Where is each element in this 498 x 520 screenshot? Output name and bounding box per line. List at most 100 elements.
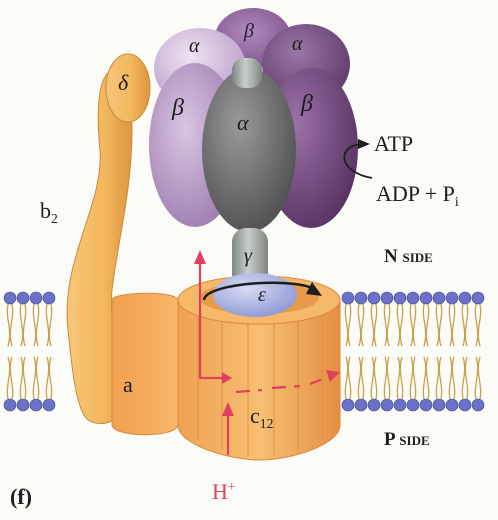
lipid-tail bbox=[36, 357, 38, 399]
lipid-head bbox=[4, 399, 16, 411]
gamma-label: γ bbox=[244, 246, 252, 266]
lipid-tail bbox=[462, 357, 464, 399]
lipid-tail bbox=[49, 357, 51, 399]
lipid-tail bbox=[387, 304, 389, 346]
lipid-tail bbox=[7, 304, 9, 346]
lipid-tail bbox=[23, 357, 25, 399]
beta-label-top: β bbox=[244, 21, 254, 41]
lipid-tail bbox=[452, 304, 454, 346]
c12-label: c12 bbox=[250, 405, 273, 430]
gamma-stalk-top bbox=[232, 58, 262, 88]
reaction-arrowhead bbox=[358, 139, 370, 149]
lipid-head bbox=[43, 292, 55, 304]
lipid-tail bbox=[400, 357, 402, 399]
lipid-tail bbox=[7, 357, 9, 399]
lipid-head bbox=[355, 292, 367, 304]
proton-label: H+ bbox=[212, 480, 236, 503]
lipid-tail bbox=[413, 357, 415, 399]
lipid-tail bbox=[371, 304, 373, 346]
panel-label: (f) bbox=[10, 486, 32, 508]
lipid-head bbox=[446, 292, 458, 304]
lipid-tail bbox=[10, 304, 12, 346]
lipid-tail bbox=[439, 304, 441, 346]
lipid-head bbox=[381, 399, 393, 411]
lipid-tail bbox=[423, 304, 425, 346]
lipid-tail bbox=[345, 304, 347, 346]
lipid-tail bbox=[397, 357, 399, 399]
c12-label-main: c bbox=[250, 403, 260, 428]
lipid-tail bbox=[358, 304, 360, 346]
lipid-tail bbox=[439, 357, 441, 399]
lipid-head bbox=[30, 399, 42, 411]
lipid-tail bbox=[465, 304, 467, 346]
alpha-label-left: α bbox=[189, 36, 200, 56]
adp-pi-main: ADP + P bbox=[376, 181, 455, 206]
alpha-subunit-center bbox=[202, 68, 296, 232]
lipid-tail bbox=[478, 304, 480, 346]
lipid-head bbox=[342, 292, 354, 304]
lipid-tail bbox=[449, 304, 451, 346]
lipid-tail bbox=[478, 357, 480, 399]
lipid-tail bbox=[36, 304, 38, 346]
lipid-tail bbox=[33, 304, 35, 346]
epsilon-subunit bbox=[213, 273, 297, 317]
adp-pi-label: ADP + Pi bbox=[376, 183, 459, 208]
lipid-tail bbox=[426, 304, 428, 346]
lipid-head bbox=[433, 399, 445, 411]
lipid-tail bbox=[384, 304, 386, 346]
lipid-head bbox=[4, 292, 16, 304]
lipid-head bbox=[17, 292, 29, 304]
lipid-tail bbox=[361, 357, 363, 399]
lipid-head bbox=[433, 292, 445, 304]
atp-label: ATP bbox=[374, 133, 413, 155]
lipid-tail bbox=[374, 304, 376, 346]
lipid-tail bbox=[20, 304, 22, 346]
proton-label-sup: + bbox=[228, 479, 236, 494]
lipid-tail bbox=[371, 357, 373, 399]
lipid-head bbox=[472, 399, 484, 411]
lipid-head bbox=[472, 292, 484, 304]
lipid-tail bbox=[20, 357, 22, 399]
lipid-tail bbox=[46, 357, 48, 399]
epsilon-label: ε bbox=[258, 285, 266, 305]
lipid-tail bbox=[426, 357, 428, 399]
lipid-tail bbox=[413, 304, 415, 346]
a-subunit bbox=[112, 293, 178, 435]
lipid-tail bbox=[358, 357, 360, 399]
lipid-tail bbox=[449, 357, 451, 399]
lipid-head bbox=[30, 292, 42, 304]
lipid-tail bbox=[452, 357, 454, 399]
delta-label: δ bbox=[118, 72, 128, 94]
lipid-head bbox=[420, 399, 432, 411]
alpha-label-right: α bbox=[292, 34, 303, 54]
lipid-tail bbox=[33, 357, 35, 399]
lipid-tail bbox=[348, 357, 350, 399]
beta-label-right: β bbox=[301, 92, 313, 116]
lipid-head bbox=[446, 399, 458, 411]
lipid-tail bbox=[387, 357, 389, 399]
p-side-label: P side bbox=[384, 430, 430, 449]
lipid-tail bbox=[46, 304, 48, 346]
a-subunit-label: a bbox=[123, 374, 133, 396]
lipid-head bbox=[342, 399, 354, 411]
lipid-head bbox=[394, 292, 406, 304]
beta-label-left: β bbox=[172, 96, 184, 120]
adp-pi-sub: i bbox=[455, 194, 459, 209]
lipid-tail bbox=[436, 304, 438, 346]
lipid-tail bbox=[462, 304, 464, 346]
lipid-tail bbox=[410, 357, 412, 399]
lipid-tail bbox=[374, 357, 376, 399]
lipid-head bbox=[355, 399, 367, 411]
b2-label: b2 bbox=[40, 200, 58, 225]
c12-label-sub: 12 bbox=[260, 416, 274, 431]
n-side-label: N side bbox=[384, 247, 433, 266]
lipid-head bbox=[407, 399, 419, 411]
lipid-head bbox=[43, 399, 55, 411]
b2-label-main: b bbox=[40, 198, 51, 223]
lipid-head bbox=[368, 399, 380, 411]
lipid-tail bbox=[23, 304, 25, 346]
lipid-tail bbox=[10, 357, 12, 399]
lipid-head bbox=[368, 292, 380, 304]
lipid-tail bbox=[436, 357, 438, 399]
lipid-tail bbox=[410, 304, 412, 346]
